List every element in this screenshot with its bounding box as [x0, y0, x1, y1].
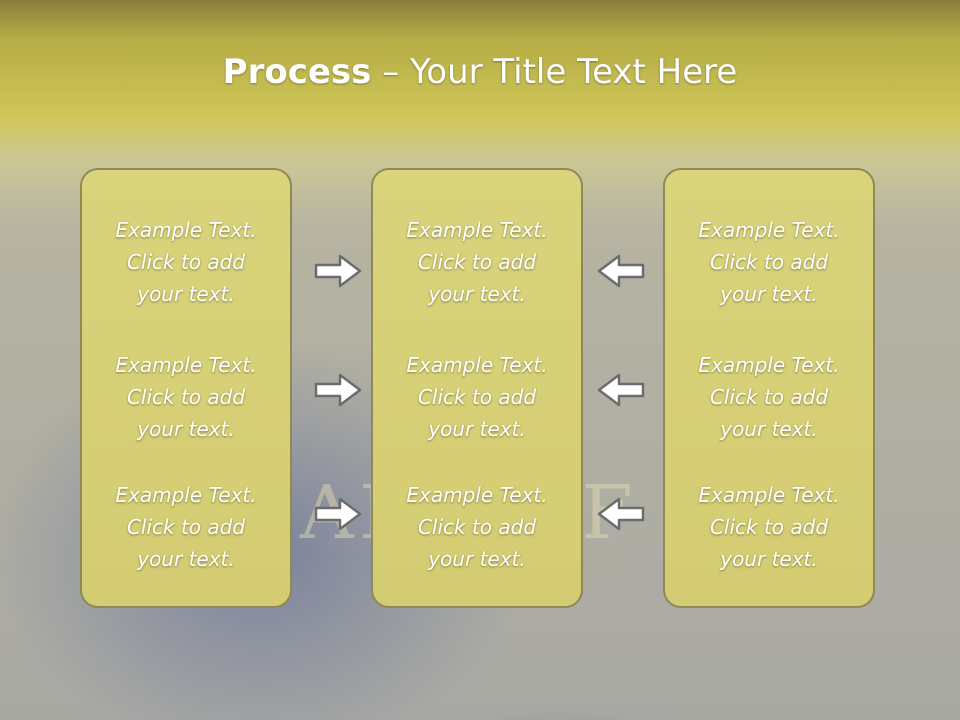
text-line: your text. [428, 547, 526, 571]
text-line: your text. [720, 417, 818, 441]
text-line: Click to add [709, 250, 829, 274]
text-line: Example Text. [406, 483, 548, 507]
process-box-left[interactable]: Example Text. Click to add your text. Ex… [80, 168, 292, 608]
process-box-center[interactable]: Example Text. Click to add your text. Ex… [371, 168, 583, 608]
title-bold: Process [222, 52, 372, 92]
text-line: your text. [137, 547, 235, 571]
text-line: Example Text. [115, 353, 257, 377]
text-line: your text. [428, 282, 526, 306]
text-block[interactable]: Example Text. Click to add your text. [373, 349, 581, 445]
text-line: Click to add [709, 385, 829, 409]
arrow-left-icon [597, 254, 645, 288]
text-line: your text. [137, 282, 235, 306]
text-block[interactable]: Example Text. Click to add your text. [665, 479, 873, 575]
text-block[interactable]: Example Text. Click to add your text. [82, 479, 290, 575]
text-block[interactable]: Example Text. Click to add your text. [665, 214, 873, 310]
text-line: Click to add [417, 385, 537, 409]
arrow-right-icon [314, 254, 362, 288]
arrow-right-icon [314, 497, 362, 531]
text-line: Example Text. [115, 218, 257, 242]
arrow-left-icon [597, 497, 645, 531]
text-line: Click to add [709, 515, 829, 539]
process-box-right[interactable]: Example Text. Click to add your text. Ex… [663, 168, 875, 608]
slide-title[interactable]: Process – Your Title Text Here [0, 52, 960, 92]
text-line: Click to add [417, 515, 537, 539]
text-line: Click to add [126, 385, 246, 409]
text-block[interactable]: Example Text. Click to add your text. [82, 349, 290, 445]
text-line: Example Text. [115, 483, 257, 507]
text-line: Click to add [126, 250, 246, 274]
text-line: Example Text. [406, 353, 548, 377]
text-block[interactable]: Example Text. Click to add your text. [373, 214, 581, 310]
text-block[interactable]: Example Text. Click to add your text. [82, 214, 290, 310]
text-line: your text. [720, 282, 818, 306]
text-line: your text. [137, 417, 235, 441]
text-line: Click to add [417, 250, 537, 274]
title-dash: – [371, 52, 411, 92]
text-line: Click to add [126, 515, 246, 539]
text-block[interactable]: Example Text. Click to add your text. [373, 479, 581, 575]
arrow-right-icon [314, 373, 362, 407]
text-line: your text. [428, 417, 526, 441]
text-line: Example Text. [698, 353, 840, 377]
text-block[interactable]: Example Text. Click to add your text. [665, 349, 873, 445]
text-line: your text. [720, 547, 818, 571]
text-line: Example Text. [698, 218, 840, 242]
text-line: Example Text. [406, 218, 548, 242]
arrow-left-icon [597, 373, 645, 407]
title-text: Your Title Text Here [410, 52, 738, 92]
text-line: Example Text. [698, 483, 840, 507]
